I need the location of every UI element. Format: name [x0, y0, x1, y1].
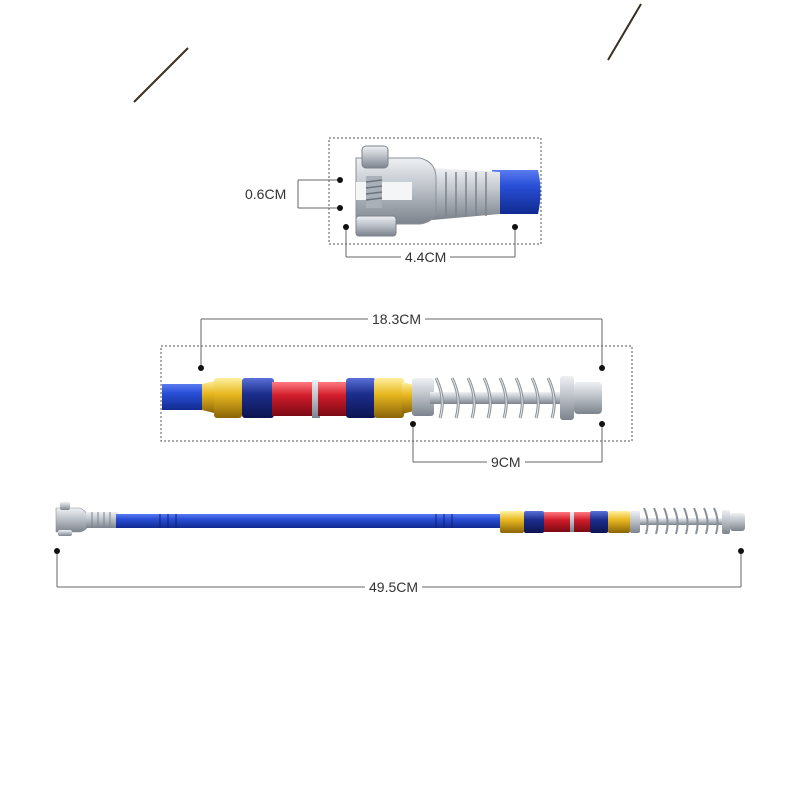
full-rod: [55, 502, 745, 536]
dimension-clevis-width: [297, 177, 343, 211]
clevis-length-label: 4.4CM: [401, 249, 451, 265]
total-length-label: 49.5CM: [365, 579, 423, 595]
clevis-width-label: 0.6CM: [241, 186, 291, 202]
spring-length-label: 9CM: [487, 454, 525, 470]
decorative-stroke-right: [607, 3, 642, 61]
clevis-detail: [328, 137, 542, 245]
dimension-spring-length: [410, 421, 605, 463]
assembly-length-label: 18.3CM: [368, 311, 426, 327]
adjuster-detail-frame: [160, 345, 633, 442]
clevis-detail-frame: [328, 137, 542, 245]
decorative-stroke-left: [133, 47, 189, 103]
adjuster-detail: [160, 345, 633, 442]
